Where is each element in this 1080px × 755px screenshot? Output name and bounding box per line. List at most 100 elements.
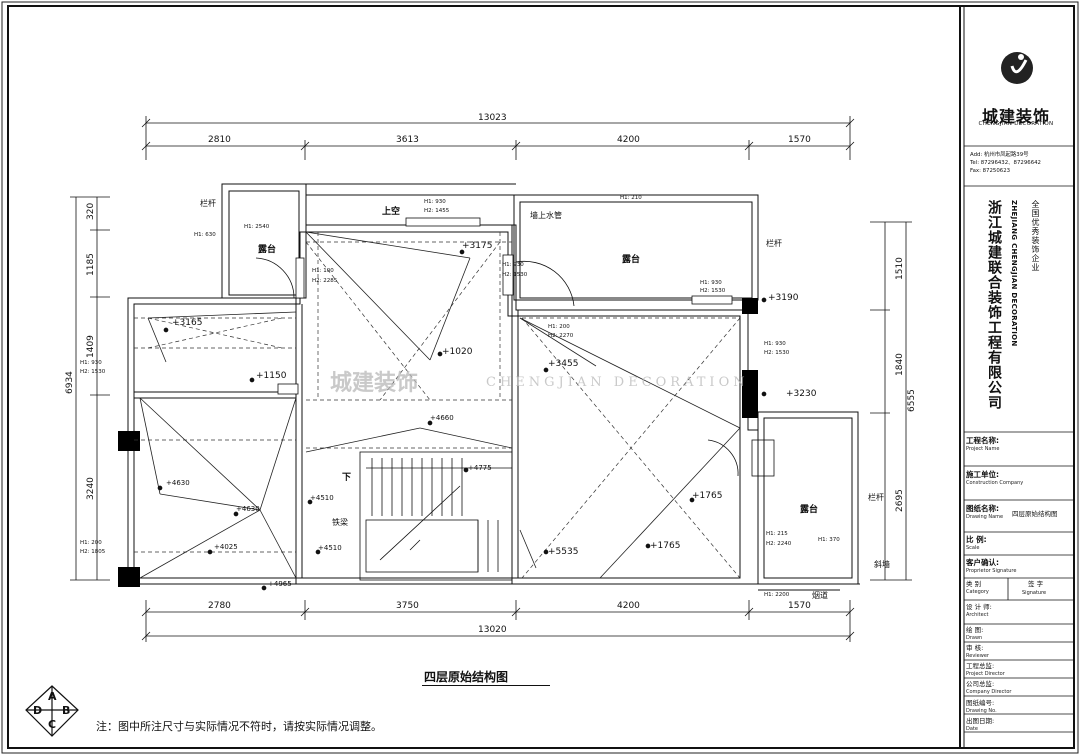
h-label: H1: 210 bbox=[620, 195, 642, 201]
field-project-director: 工程总监:Project Director bbox=[966, 662, 1005, 677]
title-block-grid bbox=[964, 145, 1074, 733]
pipe-box-label: 烟道 bbox=[812, 590, 828, 600]
field-reviewer: 审 核:Reviewer bbox=[966, 644, 989, 659]
elev-3165: +3165 bbox=[172, 318, 202, 328]
h-label: H2: 1530 bbox=[700, 288, 726, 294]
elev-4510-a: +4510 bbox=[310, 494, 334, 502]
elev-4775: +4775 bbox=[468, 464, 492, 472]
field-date: 出图日期:Date bbox=[966, 717, 995, 732]
left-dim-4: 3240 bbox=[86, 477, 96, 500]
elev-5535: +5535 bbox=[548, 547, 578, 557]
company-vertical-name: 浙江城建联合装饰工程有限公司 ZHEJIANG CHENGJIAN DECORA… bbox=[966, 200, 1066, 430]
compass-c: C bbox=[48, 718, 56, 731]
h-label: H1: 930 bbox=[764, 341, 786, 347]
company-contact: Add: 杭州市凤起路39号 Tel: 87296432、87296642 Fa… bbox=[970, 151, 1066, 175]
structural-columns bbox=[118, 298, 758, 587]
company-tel: Tel: 87296432、87296642 bbox=[970, 160, 1041, 166]
elev-4510-b: +4510 bbox=[318, 544, 342, 552]
h-label: H1: 630 bbox=[194, 232, 216, 238]
room-terrace-2: 露台 bbox=[622, 253, 640, 265]
company-fax: Fax: 87250623 bbox=[970, 168, 1011, 174]
h-label: H1: 2200 bbox=[764, 592, 790, 598]
company-name-en: ZHEJIANG CHENGJIAN DECORATION bbox=[1010, 200, 1018, 347]
bottom-total-dim: 13020 bbox=[478, 625, 507, 635]
elev-3190: +3190 bbox=[768, 293, 799, 303]
h-label: H1: 2540 bbox=[244, 224, 270, 230]
brand-name: 城建装饰 bbox=[981, 107, 1050, 126]
right-total-dim: 6555 bbox=[907, 389, 917, 412]
door-swings bbox=[255, 257, 775, 477]
beam-lines bbox=[134, 232, 741, 579]
bottom-dim-2: 3750 bbox=[396, 601, 419, 611]
company-name-cn: 浙江城建联合装饰工程有限公司 bbox=[986, 200, 1002, 410]
h-label: H2: 1805 bbox=[80, 549, 106, 555]
top-dim-1: 2810 bbox=[208, 135, 231, 145]
company-slogan: 全国优秀装饰企业 bbox=[1031, 200, 1040, 272]
top-dimension-chain bbox=[141, 116, 855, 160]
bottom-dim-3: 4200 bbox=[617, 601, 640, 611]
inner-border bbox=[7, 5, 1075, 749]
bottom-dimension-chain bbox=[141, 600, 855, 642]
compass-icon bbox=[25, 685, 79, 737]
drawing-title-underline bbox=[422, 685, 550, 686]
railing-label-3: 栏杆 bbox=[868, 492, 884, 502]
h-label: H2: 1530 bbox=[80, 369, 106, 375]
compass-d: D bbox=[33, 704, 42, 717]
h-label: H1: 215 bbox=[766, 531, 788, 537]
left-dimension-chain bbox=[70, 196, 110, 581]
field-scale: 比 例:Scale bbox=[966, 535, 987, 551]
company-logo-icon bbox=[1001, 52, 1033, 84]
field-drawing-no: 图纸编号:Drawing No. bbox=[966, 699, 997, 714]
elev-4025: +4025 bbox=[214, 543, 238, 551]
elev-1765-a: +1765 bbox=[692, 491, 722, 501]
stairs bbox=[359, 451, 513, 581]
right-dimension-chain bbox=[870, 221, 912, 581]
compass-b: B bbox=[62, 704, 70, 717]
h-label: H1: 930 bbox=[502, 262, 524, 268]
h-label: H2: 1455 bbox=[424, 208, 450, 214]
left-total-dim: 6934 bbox=[65, 371, 75, 394]
elev-4630-b: +4630 bbox=[236, 505, 260, 513]
h-label: H1: 100 bbox=[312, 268, 334, 274]
h-label: H2: 2270 bbox=[548, 333, 574, 339]
elev-4965: +4965 bbox=[268, 580, 292, 588]
railing-label-1: 栏杆 bbox=[200, 198, 216, 208]
field-architect: 设 计 师:Architect bbox=[966, 603, 992, 618]
right-dim-3: 2695 bbox=[895, 489, 905, 512]
h-label: H2: 1530 bbox=[502, 272, 528, 278]
water-pipe-label: 墙上水管 bbox=[530, 210, 562, 220]
watermark-cn: 城建装饰 bbox=[330, 370, 418, 396]
left-dim-2: 1185 bbox=[86, 253, 96, 276]
left-dim-3: 1409 bbox=[86, 335, 96, 358]
h-label: H2: 2240 bbox=[766, 541, 792, 547]
elev-3230: +3230 bbox=[786, 389, 817, 399]
h-label: H1: 930 bbox=[80, 360, 102, 366]
h-label: H2: 1530 bbox=[764, 350, 790, 356]
room-open-above: 上空 bbox=[382, 205, 400, 217]
watermark: 城建装饰 CHENGJIAN DECORATION bbox=[330, 370, 749, 396]
top-dim-3: 4200 bbox=[617, 135, 640, 145]
bottom-dim-1: 2780 bbox=[208, 601, 231, 611]
elev-4660: +4660 bbox=[430, 414, 454, 422]
right-dim-1: 1510 bbox=[895, 257, 905, 280]
field-company-director: 公司总监:Company Director bbox=[966, 680, 1012, 695]
brand-name-en: CHENGJIAN DECORATION bbox=[978, 121, 1054, 127]
drawing-title: 四层原始结构图 bbox=[424, 670, 509, 684]
elev-3175: +3175 bbox=[462, 241, 492, 251]
bottom-dim-4: 1570 bbox=[788, 601, 811, 611]
elevation-leaders bbox=[157, 249, 767, 591]
ceiling-slope-lines bbox=[139, 231, 741, 579]
top-dim-4: 1570 bbox=[788, 135, 811, 145]
elev-4630-a: +4630 bbox=[166, 479, 190, 487]
h-label: H1: 370 bbox=[818, 537, 840, 543]
elev-1020: +1020 bbox=[442, 347, 473, 357]
h-label: H1: 200 bbox=[80, 540, 102, 546]
h-label: H2: 2285 bbox=[312, 278, 338, 284]
elev-3455: +3455 bbox=[548, 359, 578, 369]
h-label: H1: 200 bbox=[548, 324, 570, 330]
field-drawing-name: 图纸名称:Drawing Name 四层原始结构图 bbox=[966, 504, 1058, 520]
watermark-en: CHENGJIAN DECORATION bbox=[486, 375, 749, 390]
